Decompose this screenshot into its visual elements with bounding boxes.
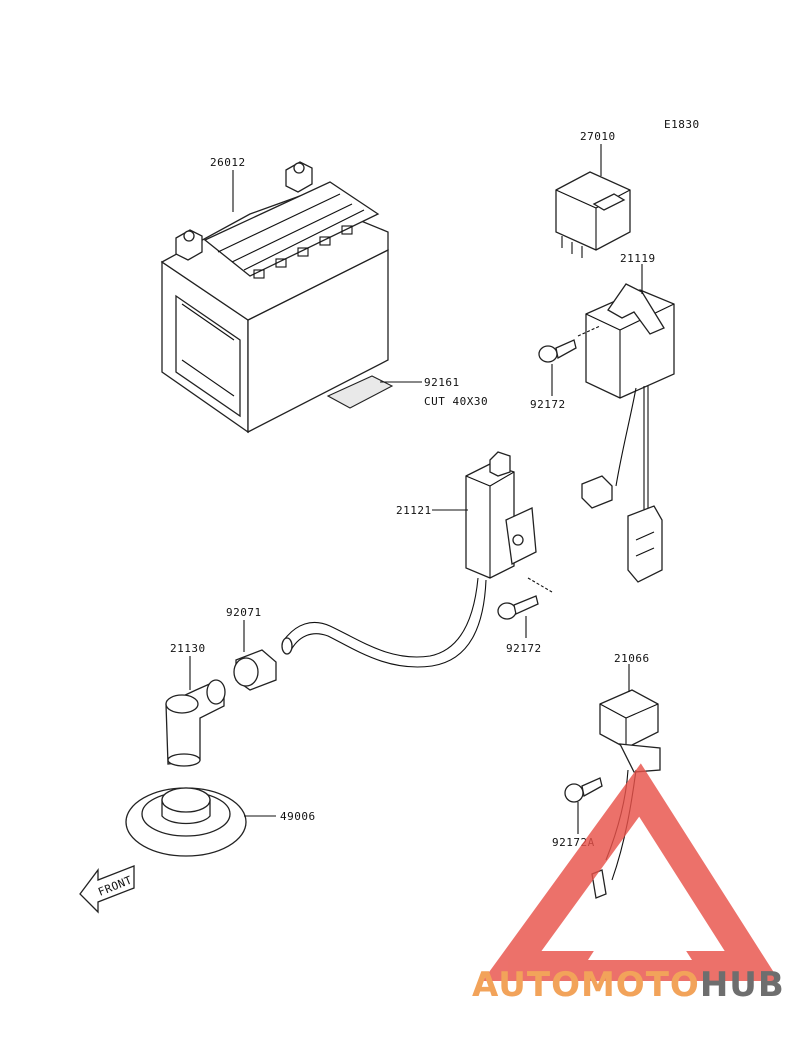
label-92172-igniter: 92172 xyxy=(530,398,566,411)
label-21066: 21066 xyxy=(614,652,650,665)
watermark-text: AUTOMOTOHUB xyxy=(472,965,785,1005)
screw-coil xyxy=(497,595,539,620)
label-21119: 21119 xyxy=(620,252,656,265)
boot xyxy=(125,787,247,857)
plug-cap xyxy=(165,679,226,767)
battery xyxy=(160,161,394,434)
watermark-part1: AUTOMOTO xyxy=(472,965,700,1005)
watermark-part2: HUB xyxy=(700,965,785,1005)
screw-igniter xyxy=(538,339,577,363)
label-49006: 49006 xyxy=(280,810,316,823)
regulator xyxy=(591,689,661,899)
cap-seal xyxy=(233,649,277,691)
label-92161-note: CUT 40X30 xyxy=(424,395,488,408)
screw-regulator xyxy=(564,777,603,803)
label-27010: 27010 xyxy=(580,130,616,143)
mount-line-igniter xyxy=(577,325,601,337)
label-26012: 26012 xyxy=(210,156,246,169)
label-92172-coil: 92172 xyxy=(506,642,542,655)
front-arrow: FRONT xyxy=(79,865,135,914)
diagram-code: E1830 xyxy=(664,118,700,131)
label-21121: 21121 xyxy=(396,504,432,517)
label-92161: 92161 xyxy=(424,376,460,389)
watermark-logo xyxy=(482,763,780,981)
mount-line-coil xyxy=(527,577,553,593)
igniter xyxy=(581,283,675,583)
label-92071: 92071 xyxy=(226,606,262,619)
label-21130: 21130 xyxy=(170,642,206,655)
relay xyxy=(555,171,631,258)
ignition-coil xyxy=(281,451,537,668)
